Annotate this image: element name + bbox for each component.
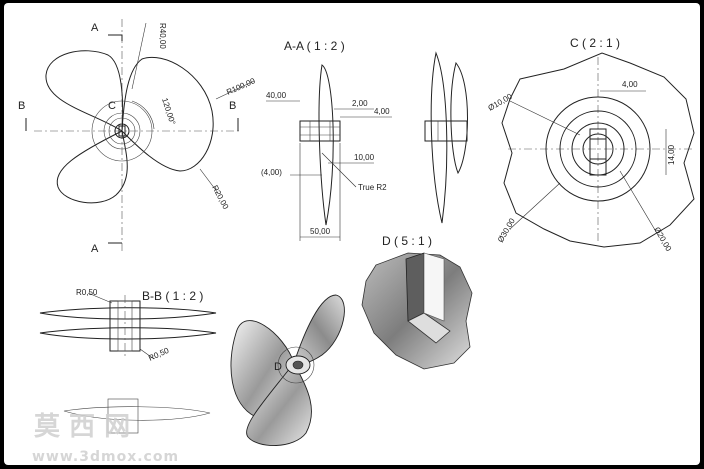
c-dim-dia30: Ø30,00 bbox=[496, 216, 517, 244]
watermark-text: 莫 西 网 bbox=[34, 412, 130, 442]
c-leader-dia20 bbox=[619, 170, 659, 236]
iso-detail-d-label: D bbox=[274, 361, 282, 373]
iso-blade-bottom bbox=[246, 362, 312, 446]
detail-d-slot-face bbox=[423, 252, 445, 322]
section-label-b-left: B bbox=[18, 100, 25, 112]
c-leader-dia30 bbox=[509, 182, 561, 230]
detail-c-keyway bbox=[590, 138, 607, 160]
drawing-sheet: A A B B C R40,00 R100,00 R20,00 120,00° … bbox=[4, 3, 700, 465]
iso-blade-top bbox=[293, 294, 345, 365]
blade-upper-right bbox=[121, 57, 214, 172]
bb-blade-bottom bbox=[39, 327, 217, 340]
hub-bore-circle bbox=[114, 123, 130, 139]
detail-c-mid-circle bbox=[559, 110, 637, 188]
c-dim-4: 4,00 bbox=[622, 80, 638, 89]
detail-c: C ( 2 : 1 ) 4,00 Ø10,00 14,00 Ø30,00 Ø20… bbox=[487, 36, 695, 253]
aa-dim-4p: (4,00) bbox=[261, 168, 282, 177]
watermark-url: www.3dmox.com bbox=[32, 449, 179, 465]
bb-blade-top bbox=[39, 307, 217, 320]
hub-outer-circle bbox=[103, 112, 141, 150]
aa-hub bbox=[299, 120, 341, 142]
side-view bbox=[424, 51, 468, 224]
iso-detail-d-circle bbox=[277, 346, 315, 384]
detail-c-key-slot bbox=[589, 128, 607, 176]
dim-angle: 120,00° bbox=[160, 97, 177, 126]
c-dim-14: 14,00 bbox=[667, 144, 676, 165]
detail-d-slot-wall bbox=[405, 252, 425, 322]
c-leader-dia10 bbox=[509, 100, 581, 136]
dim-r40: R40,00 bbox=[158, 23, 167, 49]
dim-r20: R20,00 bbox=[210, 184, 230, 211]
section-label-b-right: B bbox=[229, 100, 236, 112]
c-dim-dia10: Ø10,00 bbox=[487, 92, 515, 113]
section-arrow-a-top bbox=[108, 34, 123, 41]
c-dim-dia20: Ø20,00 bbox=[652, 226, 673, 254]
bb-dim-r05-bottom: R0,50 bbox=[147, 346, 171, 363]
hub-keyway bbox=[118, 125, 126, 137]
detail-c-circle bbox=[91, 100, 153, 162]
section-bb-title: B-B ( 1 : 2 ) bbox=[142, 289, 203, 303]
aa-dim-4: 4,00 bbox=[374, 107, 390, 116]
aa-dim-50: 50,00 bbox=[310, 227, 331, 236]
aa-true-r2: True R2 bbox=[358, 183, 387, 192]
drawing-canvas: A A B B C R40,00 R100,00 R20,00 120,00° … bbox=[18, 19, 695, 465]
section-label-a-bottom: A bbox=[91, 243, 99, 255]
detail-d-slot-floor bbox=[407, 312, 451, 344]
bb-leader-r05-top bbox=[87, 292, 113, 304]
front-view: A A B B C R40,00 R100,00 R20,00 120,00° bbox=[18, 19, 257, 255]
section-aa: A-A ( 1 : 2 ) 40,00 2,00 4,00 10,00 (4,0… bbox=[261, 39, 392, 241]
detail-c-bore bbox=[582, 133, 614, 165]
dim-r100: R100,00 bbox=[225, 76, 257, 97]
bb-lower-blade bbox=[63, 406, 211, 421]
detail-d-title: D ( 5 : 1 ) bbox=[382, 234, 432, 248]
iso-propeller: D bbox=[230, 294, 345, 446]
section-label-a-top: A bbox=[91, 22, 99, 34]
detail-c-label: C bbox=[108, 100, 116, 112]
detail-c-outer-circle bbox=[545, 96, 651, 202]
hub-mid-circle bbox=[108, 117, 136, 145]
watermark: 莫 西 网 www.3dmox.com bbox=[32, 412, 179, 465]
leader-r40 bbox=[131, 22, 147, 90]
section-arrows-b bbox=[25, 118, 239, 131]
side-blade-front bbox=[450, 61, 468, 175]
blade-lower bbox=[56, 130, 128, 204]
aa-dim-40: 40,00 bbox=[266, 91, 287, 100]
angle-arc bbox=[131, 100, 155, 130]
side-hub bbox=[424, 120, 468, 142]
detail-c-broken-outline bbox=[501, 52, 695, 248]
aa-blade-profile bbox=[318, 64, 334, 226]
aa-dim-10: 10,00 bbox=[354, 153, 375, 162]
detail-c-title: C ( 2 : 1 ) bbox=[570, 36, 620, 50]
bb-leader-r05-bottom bbox=[139, 348, 155, 360]
aa-leader-r2 bbox=[321, 152, 357, 188]
section-aa-title: A-A ( 1 : 2 ) bbox=[284, 39, 345, 53]
side-blade-back bbox=[430, 51, 448, 224]
leader-r100 bbox=[215, 80, 255, 100]
leader-r20 bbox=[199, 168, 219, 194]
bb-lower-hub bbox=[107, 398, 139, 434]
iso-hub-bore bbox=[292, 360, 304, 370]
blade-upper-left bbox=[45, 50, 124, 132]
bb-dim-r05-top: R0,50 bbox=[76, 288, 98, 297]
detail-d: D ( 5 : 1 ) bbox=[361, 234, 473, 370]
aa-dim-2: 2,00 bbox=[352, 99, 368, 108]
